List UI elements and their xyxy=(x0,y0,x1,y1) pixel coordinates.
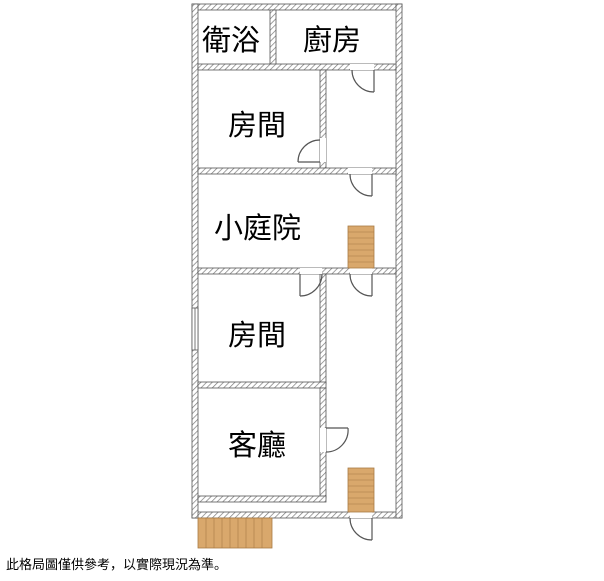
interior-walls xyxy=(197,9,397,503)
outer-walls xyxy=(191,3,403,519)
room-label-bedroom-lower: 房間 xyxy=(228,318,286,352)
room-label-living: 客廳 xyxy=(228,428,286,462)
room-label-bedroom-upper: 房間 xyxy=(228,108,286,142)
doors xyxy=(191,64,375,541)
stairs-courtyard xyxy=(347,225,375,269)
floor-plan: 衛浴 廚房 房間 小庭院 房間 客廳 xyxy=(191,3,403,549)
entry-steps xyxy=(197,517,273,549)
stairs-corridor xyxy=(347,467,375,513)
room-label-courtyard: 小庭院 xyxy=(214,211,301,245)
disclaimer-caption: 此格局圖僅供參考，以實際現況為準。 xyxy=(6,558,228,573)
room-label-bath: 衛浴 xyxy=(202,23,260,57)
room-label-kitchen: 廚房 xyxy=(303,23,361,57)
